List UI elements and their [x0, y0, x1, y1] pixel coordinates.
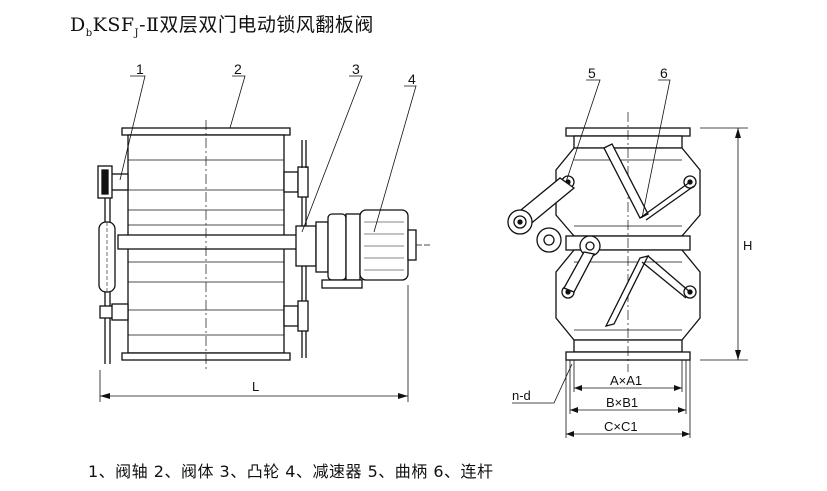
- parts-legend: 1、阀轴 2、阀体 3、凸轮 4、减速器 5、曲柄 6、连杆: [88, 462, 494, 481]
- callout-3: 3: [352, 61, 360, 77]
- dim-A: A×A1: [610, 373, 642, 388]
- front-view: H: [507, 79, 752, 438]
- callout-4: 4: [408, 71, 416, 87]
- dim-B: B×B1: [606, 395, 638, 410]
- diagram-title: DbKSFJ-Ⅱ双层双门电动锁风翻板阀: [70, 14, 374, 39]
- side-view: L: [97, 75, 430, 402]
- callout-6: 6: [660, 65, 668, 81]
- callout-1: 1: [136, 61, 144, 77]
- dim-C: C×C1: [604, 419, 638, 434]
- dim-nd: n-d: [512, 388, 531, 403]
- dim-H: H: [743, 238, 752, 253]
- dim-L: L: [252, 379, 259, 394]
- callout-5: 5: [588, 65, 596, 81]
- callout-2: 2: [234, 61, 242, 77]
